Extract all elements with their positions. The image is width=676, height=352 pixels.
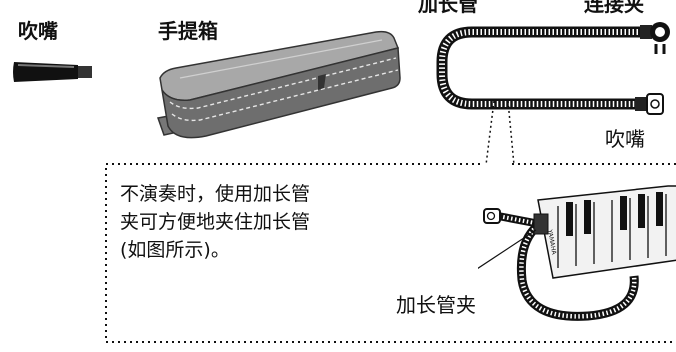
note-line-1: 不演奏时，使用加长管 bbox=[120, 183, 311, 205]
note-line-2: 夹可方便地夹住加长管 bbox=[120, 211, 311, 233]
mouthpiece-label: 吹嘴 bbox=[18, 19, 58, 43]
connector-label: 连接夹 bbox=[584, 0, 644, 16]
keyboard-clip-illustration: YAMAHA bbox=[478, 185, 676, 321]
tube-label: 加长管 bbox=[418, 0, 478, 16]
tube-mouthpiece-label: 吹嘴 bbox=[605, 127, 645, 151]
callout-box bbox=[105, 163, 676, 343]
case-label: 手提箱 bbox=[158, 19, 218, 43]
tube-illustration bbox=[436, 22, 670, 115]
note-line-3: (如图所示)。 bbox=[120, 239, 230, 261]
brand-mark: YAMAHA bbox=[546, 228, 558, 256]
case-illustration bbox=[157, 30, 401, 139]
callout-leader bbox=[485, 100, 515, 166]
clip-label: 加长管夹 bbox=[396, 293, 476, 317]
mouthpiece-illustration bbox=[13, 62, 92, 82]
